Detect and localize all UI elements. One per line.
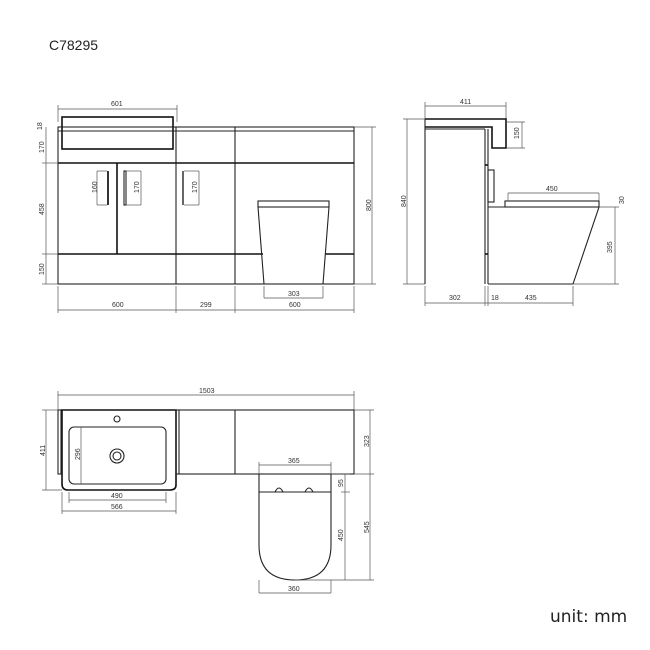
dim-top-toilet-bottom: 360 [288, 586, 300, 593]
unit-label: unit: mm [550, 607, 628, 627]
dim-plinth: 150 [39, 263, 46, 275]
dim-side-depth-1: 302 [449, 295, 461, 302]
dim-top-toilet-width: 365 [288, 458, 300, 465]
dim-top-seat-length: 450 [338, 529, 345, 541]
dim-width-1: 600 [112, 302, 124, 309]
dim-total-height: 800 [366, 199, 373, 211]
dim-top-cabinet-depth: 323 [364, 435, 371, 447]
dim-side-basin-height: 150 [514, 127, 521, 139]
dim-top-basin-width: 566 [111, 504, 123, 511]
dim-top-projection: 545 [364, 521, 371, 533]
dim-handle-right: 170 [192, 181, 199, 193]
dim-side-total-height: 840 [401, 195, 408, 207]
dim-top-basin-depth: 411 [40, 445, 47, 456]
dim-door: 458 [39, 203, 46, 215]
dim-top-bowl-depth: 296 [75, 448, 82, 460]
dim-width-3: 600 [289, 302, 301, 309]
dim-top-total-width: 1503 [199, 388, 215, 395]
dim-side-basin-depth: 411 [460, 99, 471, 106]
dim-worktop: 18 [37, 122, 44, 130]
dim-handle-left: 160 [92, 181, 99, 193]
side-view: 411 150 450 30 395 840 302 18 435 [401, 99, 626, 306]
top-view: 1503 296 411 490 566 323 365 [40, 388, 374, 594]
dim-side-depth-2: 18 [491, 295, 499, 302]
dim-side-seat-thickness: 30 [619, 196, 626, 204]
dim-top-hinge-offset: 95 [338, 479, 345, 487]
dim-toilet-base: 303 [288, 291, 300, 298]
dim-width-2: 299 [200, 302, 212, 309]
dim-basin-width: 601 [111, 101, 123, 108]
front-view: 601 160 170 170 18 170 458 [37, 101, 376, 313]
dim-side-pan-height: 395 [607, 241, 614, 253]
dim-handle-mid: 170 [134, 181, 141, 193]
dim-top-bowl-width: 490 [111, 493, 123, 500]
dim-side-seat-length: 450 [546, 186, 558, 193]
product-code: C78295 [49, 37, 99, 53]
dim-drawer: 170 [39, 141, 46, 153]
dim-side-depth-3: 435 [525, 295, 537, 302]
